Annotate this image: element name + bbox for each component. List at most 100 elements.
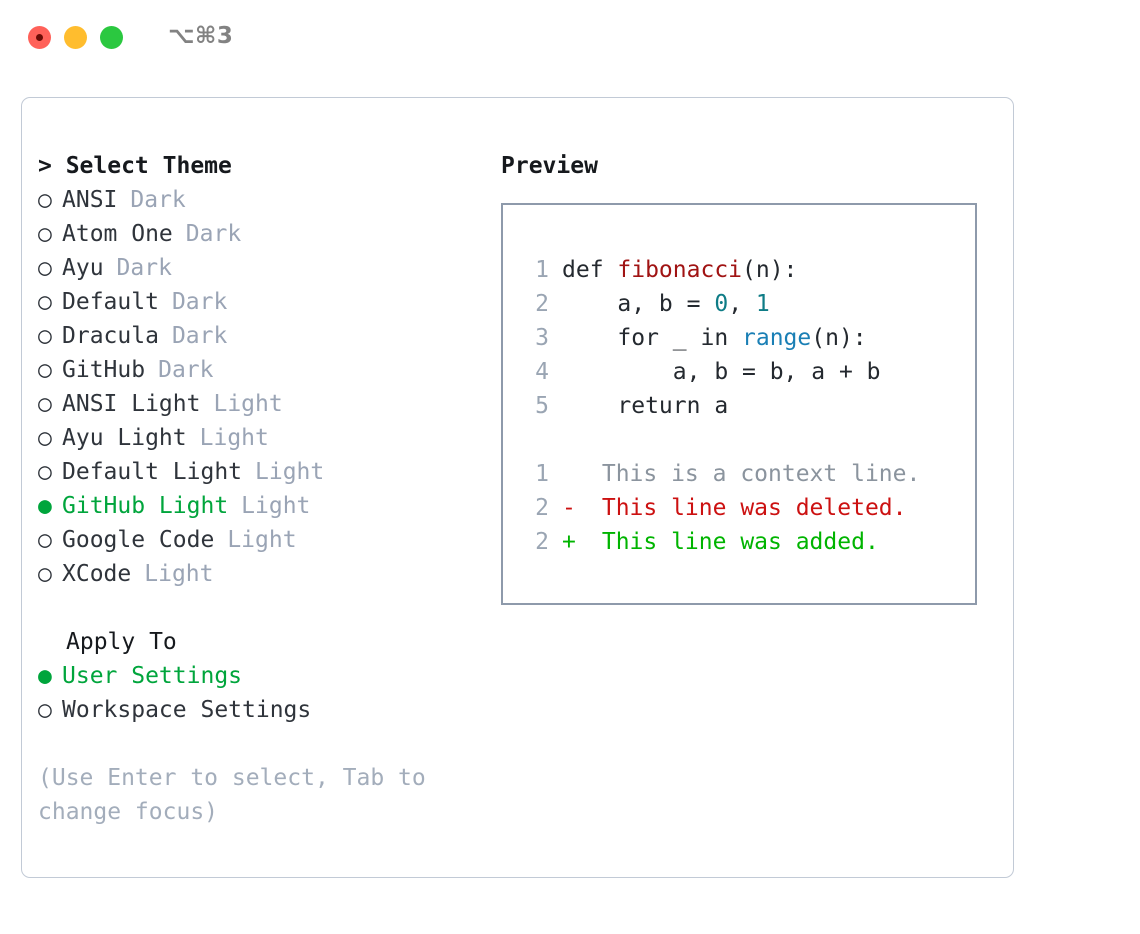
code-line-number: 4 xyxy=(535,359,549,385)
apply-to-heading: Apply To xyxy=(66,629,177,655)
theme-variant-label: Light xyxy=(227,527,297,553)
apply-to-list[interactable]: ● User Settings ○ Workspace Settings xyxy=(38,659,488,727)
radio-unselected-icon: ○ xyxy=(38,391,52,417)
code-line-number: 1 xyxy=(535,257,549,283)
theme-variant-label: Light xyxy=(144,561,214,587)
code-token-plain: , xyxy=(728,291,756,317)
radio-unselected-icon: ○ xyxy=(38,289,52,315)
code-token-fn: fibonacci xyxy=(617,257,743,283)
minimize-window-button[interactable] xyxy=(64,26,87,49)
theme-option-label: Default xyxy=(62,289,159,315)
radio-unselected-icon: ○ xyxy=(38,357,52,383)
title-bar: ⌥⌘3 xyxy=(0,0,1140,78)
code-line: 4 a, b = b, a + b xyxy=(521,355,920,389)
diff-line-number: 2 xyxy=(535,495,549,521)
theme-variant-label: Dark xyxy=(130,187,186,213)
diff-line-add: 2 + This line was added. xyxy=(521,525,920,559)
theme-option-label: ANSI Light xyxy=(62,391,201,417)
theme-option-dracula[interactable]: ○ Dracula Dark xyxy=(38,319,488,353)
radio-unselected-icon: ○ xyxy=(38,323,52,349)
keyboard-shortcut-label: ⌥⌘3 xyxy=(168,23,234,49)
theme-option-label: GitHub xyxy=(62,357,146,383)
code-line: 2 a, b = 0, 1 xyxy=(521,287,920,321)
diff-sign xyxy=(562,457,588,491)
radio-unselected-icon: ○ xyxy=(38,187,52,213)
code-token-num: 0 xyxy=(714,291,729,317)
code-line-number: 5 xyxy=(535,393,549,419)
theme-option-ansi-light[interactable]: ○ ANSI Light Light xyxy=(38,387,488,421)
theme-option-github-light[interactable]: ● GitHub Light Light xyxy=(38,489,488,523)
code-token-plain: a, b = b, a + b xyxy=(562,359,881,385)
diff-sign: + xyxy=(562,529,576,555)
radio-unselected-icon: ○ xyxy=(38,221,52,247)
theme-variant-label: Dark xyxy=(171,289,228,315)
diff-line-text: This line was deleted. xyxy=(588,495,907,521)
select-theme-heading: > Select Theme xyxy=(38,153,232,179)
theme-option-label: Dracula xyxy=(62,323,159,349)
code-line-text: for _ in range(n): xyxy=(562,321,867,355)
apply-to-option-user-settings[interactable]: ● User Settings xyxy=(38,659,488,693)
code-line: 5 return a xyxy=(521,389,920,423)
diff-line-number: 2 xyxy=(535,529,549,555)
radio-selected-icon: ● xyxy=(38,493,52,519)
window-controls xyxy=(28,26,123,49)
code-token-num: 1 xyxy=(755,291,770,317)
theme-variant-label: Dark xyxy=(116,255,172,281)
code-token-plain: a, b = xyxy=(562,291,715,317)
theme-option-label: Atom One xyxy=(62,221,173,247)
theme-variant-label: Dark xyxy=(171,323,228,349)
diff-line-text: This line was added. xyxy=(588,529,879,555)
radio-selected-icon: ● xyxy=(38,663,52,689)
diff-sign: - xyxy=(562,495,576,521)
diff-line-context: 1 This is a context line. xyxy=(521,457,920,491)
theme-variant-label: Light xyxy=(199,425,269,451)
code-line-number: 3 xyxy=(535,325,549,351)
diff-line-number: 1 xyxy=(535,461,549,487)
keyboard-hint-text: (Use Enter to select, Tab to change focu… xyxy=(38,765,440,825)
preview-heading: Preview xyxy=(501,153,598,179)
code-line-text: a, b = 0, 1 xyxy=(562,287,770,321)
radio-unselected-icon: ○ xyxy=(38,425,52,451)
theme-variant-label: Light xyxy=(213,391,283,417)
theme-option-ansi[interactable]: ○ ANSI Dark xyxy=(38,183,488,217)
theme-option-label: Google Code xyxy=(62,527,215,553)
apply-to-option-workspace-settings[interactable]: ○ Workspace Settings xyxy=(38,693,488,727)
theme-option-ayu-light[interactable]: ○ Ayu Light Light xyxy=(38,421,488,455)
theme-variant-label: Dark xyxy=(158,357,214,383)
radio-unselected-icon: ○ xyxy=(38,697,52,723)
zoom-window-button[interactable] xyxy=(100,26,123,49)
apply-to-section: Apply To ● User Settings ○ Workspace Settin… xyxy=(38,625,488,727)
code-line-number: 2 xyxy=(535,291,549,317)
code-line-text: a, b = b, a + b xyxy=(562,355,881,389)
code-token-plain: def xyxy=(562,257,618,283)
apply-to-option-label: Workspace Settings xyxy=(62,697,312,723)
theme-option-label: Ayu Light xyxy=(62,425,187,451)
code-line: 1 def fibonacci(n): xyxy=(521,253,920,287)
radio-unselected-icon: ○ xyxy=(38,561,52,587)
close-window-button[interactable] xyxy=(28,26,51,49)
code-token-plain: (n): xyxy=(811,325,867,351)
apply-to-option-label: User Settings xyxy=(62,663,243,689)
theme-variant-label: Light xyxy=(241,493,311,519)
theme-option-github[interactable]: ○ GitHub Dark xyxy=(38,353,488,387)
code-line-text: def fibonacci(n): xyxy=(562,253,797,287)
theme-option-label: GitHub Light xyxy=(62,493,229,519)
theme-option-default[interactable]: ○ Default Dark xyxy=(38,285,488,319)
radio-unselected-icon: ○ xyxy=(38,459,52,485)
code-token-plain: for _ in xyxy=(562,325,743,351)
radio-unselected-icon: ○ xyxy=(38,255,52,281)
code-token-call: range xyxy=(742,325,812,351)
theme-option-label: ANSI xyxy=(62,187,118,213)
diff-line-text: This is a context line. xyxy=(588,461,921,487)
theme-variant-label: Light xyxy=(255,459,325,485)
diff-preview: 1 This is a context line. 2- This line wa… xyxy=(521,457,920,559)
